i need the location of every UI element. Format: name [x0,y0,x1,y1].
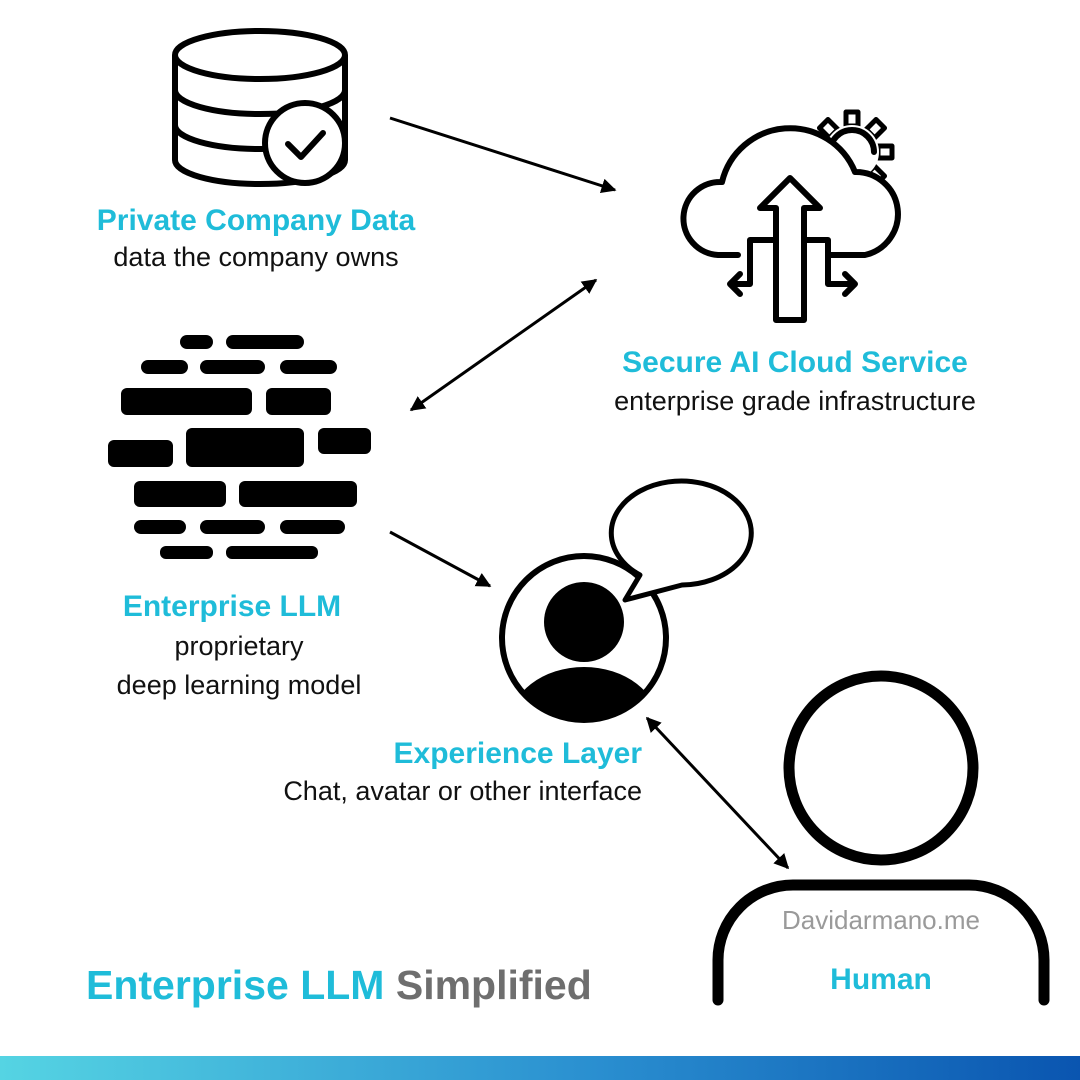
arrow-cloud-llm [409,278,598,412]
cloud-subtitle: enterprise grade infrastructure [614,386,976,416]
watermark: Davidarmano.me [782,905,980,935]
arrow-llm-to-experience [389,530,492,588]
user-chat-bubble-icon [499,478,754,723]
llm-subtitle-line2: deep learning model [116,670,362,700]
human-title: Human [830,963,932,996]
private-data-subtitle: data the company owns [113,242,399,272]
footer-title: Enterprise LLM Simplified [86,962,592,1009]
arrow-experience-human [645,716,790,870]
gradient-bar [0,1056,1080,1080]
arrow-data-to-cloud [389,116,617,194]
cloud-gear-arrows-icon [680,109,901,323]
llm-title: Enterprise LLM [122,590,342,623]
footer-title-primary: Enterprise LLM [86,962,385,1008]
brain-bricks-icon [108,335,371,559]
person-outline-icon [712,670,1050,1006]
private-data-title: Private Company Data [96,204,416,237]
database-check-icon [172,28,348,187]
experience-subtitle: Chat, avatar or other interface [283,776,642,806]
llm-subtitle-line1: proprietary [174,631,304,661]
experience-title: Experience Layer [393,737,642,770]
footer-title-secondary: Simplified [395,962,592,1008]
cloud-title: Secure AI Cloud Service [622,346,968,379]
